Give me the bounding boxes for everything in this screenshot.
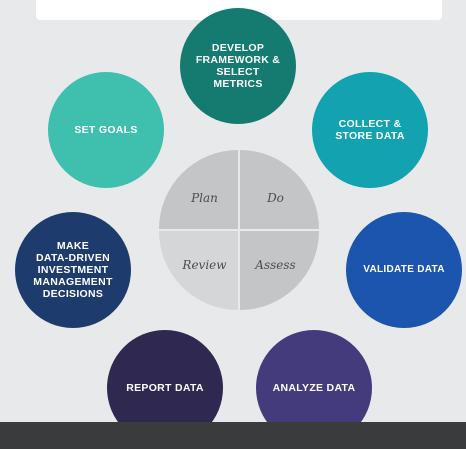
step-make-decisions-label: MAKE DATA-DRIVEN INVESTMENT MANAGEMENT D… — [33, 240, 113, 300]
step-develop-framework-circle: DEVELOP FRAMEWORK & SELECT METRICS — [180, 8, 296, 124]
step-report-data-label: REPORT DATA — [126, 382, 204, 394]
step-set-goals-circle: SET GOALS — [48, 72, 164, 188]
cycle-quadrant-plan: Plan — [159, 150, 238, 229]
step-set-goals-label: SET GOALS — [74, 124, 138, 136]
cycle-label-assess: Assess — [255, 257, 296, 272]
step-analyze-data-label: ANALYZE DATA — [272, 382, 356, 394]
step-make-decisions-circle: MAKE DATA-DRIVEN INVESTMENT MANAGEMENT D… — [15, 212, 131, 328]
step-validate-data-circle: VALIDATE DATA — [346, 212, 462, 328]
cycle-quadrant-review: Review — [159, 231, 238, 310]
cycle-label-review: Review — [182, 257, 227, 272]
cycle-quadrant-do: Do — [240, 150, 319, 229]
cycle-label-do: Do — [267, 190, 284, 205]
plan-do-assess-review-cycle: Plan Do Review Assess — [159, 150, 319, 310]
step-collect-store-data-label: COLLECT & STORE DATA — [335, 118, 405, 142]
step-collect-store-data-circle: COLLECT & STORE DATA — [312, 72, 428, 188]
cycle-label-plan: Plan — [191, 190, 218, 205]
step-validate-data-label: VALIDATE DATA — [363, 264, 445, 275]
cycle-quadrant-assess: Assess — [240, 231, 319, 310]
step-develop-framework-label: DEVELOP FRAMEWORK & SELECT METRICS — [195, 42, 281, 90]
footer-bar — [0, 422, 466, 449]
